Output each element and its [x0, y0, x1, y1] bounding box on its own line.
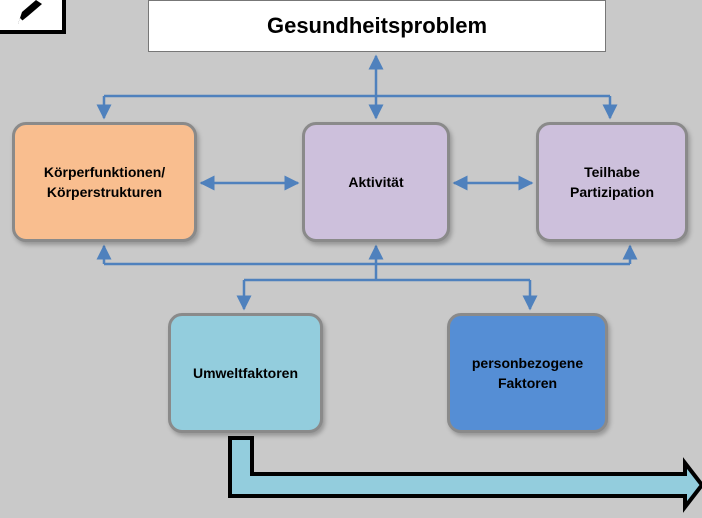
- node-aktivitaet-label: Aktivität: [348, 174, 404, 190]
- node-personbezogene-label: personbezogene Faktoren: [471, 355, 584, 391]
- node-aktivitaet: Aktivität: [302, 122, 450, 242]
- pencil-box: [0, 0, 66, 34]
- title-box: Gesundheitsproblem: [148, 0, 606, 52]
- node-umweltfaktoren: Umweltfaktoren: [168, 313, 323, 433]
- big-bent-arrow: [228, 436, 702, 513]
- node-koerperfunktionen-label: Körperfunktionen/ Körperstrukturen: [43, 164, 166, 200]
- pencil-icon: [18, 0, 42, 24]
- node-personbezogene-faktoren: personbezogene Faktoren: [447, 313, 608, 433]
- node-umweltfaktoren-label: Umweltfaktoren: [192, 365, 299, 381]
- title-text: Gesundheitsproblem: [266, 13, 488, 38]
- node-teilhabe-label: Teilhabe Partizipation: [569, 164, 654, 200]
- node-teilhabe: Teilhabe Partizipation: [536, 122, 688, 242]
- node-koerperfunktionen: Körperfunktionen/ Körperstrukturen: [12, 122, 197, 242]
